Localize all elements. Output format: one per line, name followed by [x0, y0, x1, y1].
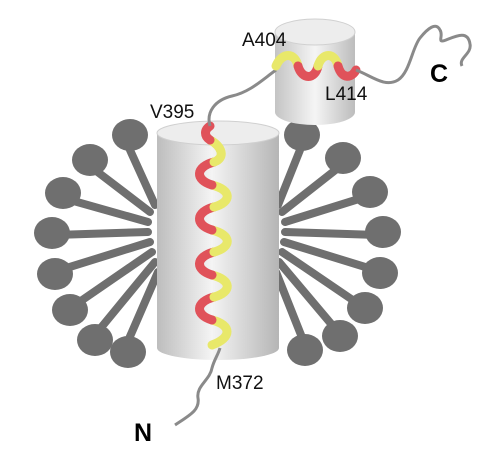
label-l414: L414 — [325, 84, 368, 105]
n-terminus-label: N — [134, 419, 152, 447]
lipid-tail — [91, 166, 154, 216]
lipid-head — [365, 216, 401, 248]
lipid-head — [362, 257, 398, 289]
lipid-head — [52, 294, 88, 326]
lipid-head — [37, 258, 73, 290]
lipid-head — [284, 119, 320, 151]
lipid-tail — [66, 196, 152, 226]
lipid-head — [34, 217, 70, 249]
transmembrane-helix — [195, 121, 232, 350]
lipid-tail — [275, 258, 342, 336]
lipid-tail — [51, 228, 152, 239]
transmembrane-cylinder — [156, 120, 280, 360]
lipid-tail — [71, 248, 156, 309]
lipid-head — [77, 324, 113, 356]
c-terminus-label: C — [430, 60, 448, 88]
lipid-tail — [280, 238, 379, 274]
label-v395: V395 — [150, 102, 194, 123]
lipid-tail — [91, 258, 159, 339]
lipid-tail — [272, 268, 309, 349]
lipid-tail — [121, 268, 162, 352]
lipid-tail — [281, 194, 366, 226]
lipid-tail — [278, 248, 364, 309]
lipid-tail — [278, 164, 342, 216]
amphipathic-helix — [271, 51, 361, 81]
lipid-head — [110, 336, 146, 368]
n-terminal-chain — [174, 347, 222, 427]
lipid-head — [72, 144, 108, 176]
c-terminal-chain — [355, 24, 472, 85]
lipid-tail — [56, 238, 154, 274]
lipid-head — [112, 119, 148, 151]
lipid-head — [322, 320, 358, 352]
lipid-head — [287, 334, 323, 366]
lipid-head — [45, 177, 81, 209]
label-a404: A404 — [242, 30, 287, 51]
lipid-head — [325, 142, 361, 174]
lipid-head — [352, 176, 388, 208]
label-m372: M372 — [216, 373, 264, 394]
lipid-tail — [274, 146, 304, 209]
lipid-tail — [281, 228, 382, 239]
linker-chain — [207, 68, 277, 127]
lipid-head — [347, 292, 383, 324]
lipid-bilayer-left — [34, 119, 162, 368]
lipid-bilayer-right — [272, 119, 401, 366]
lipid-tail — [126, 146, 159, 209]
